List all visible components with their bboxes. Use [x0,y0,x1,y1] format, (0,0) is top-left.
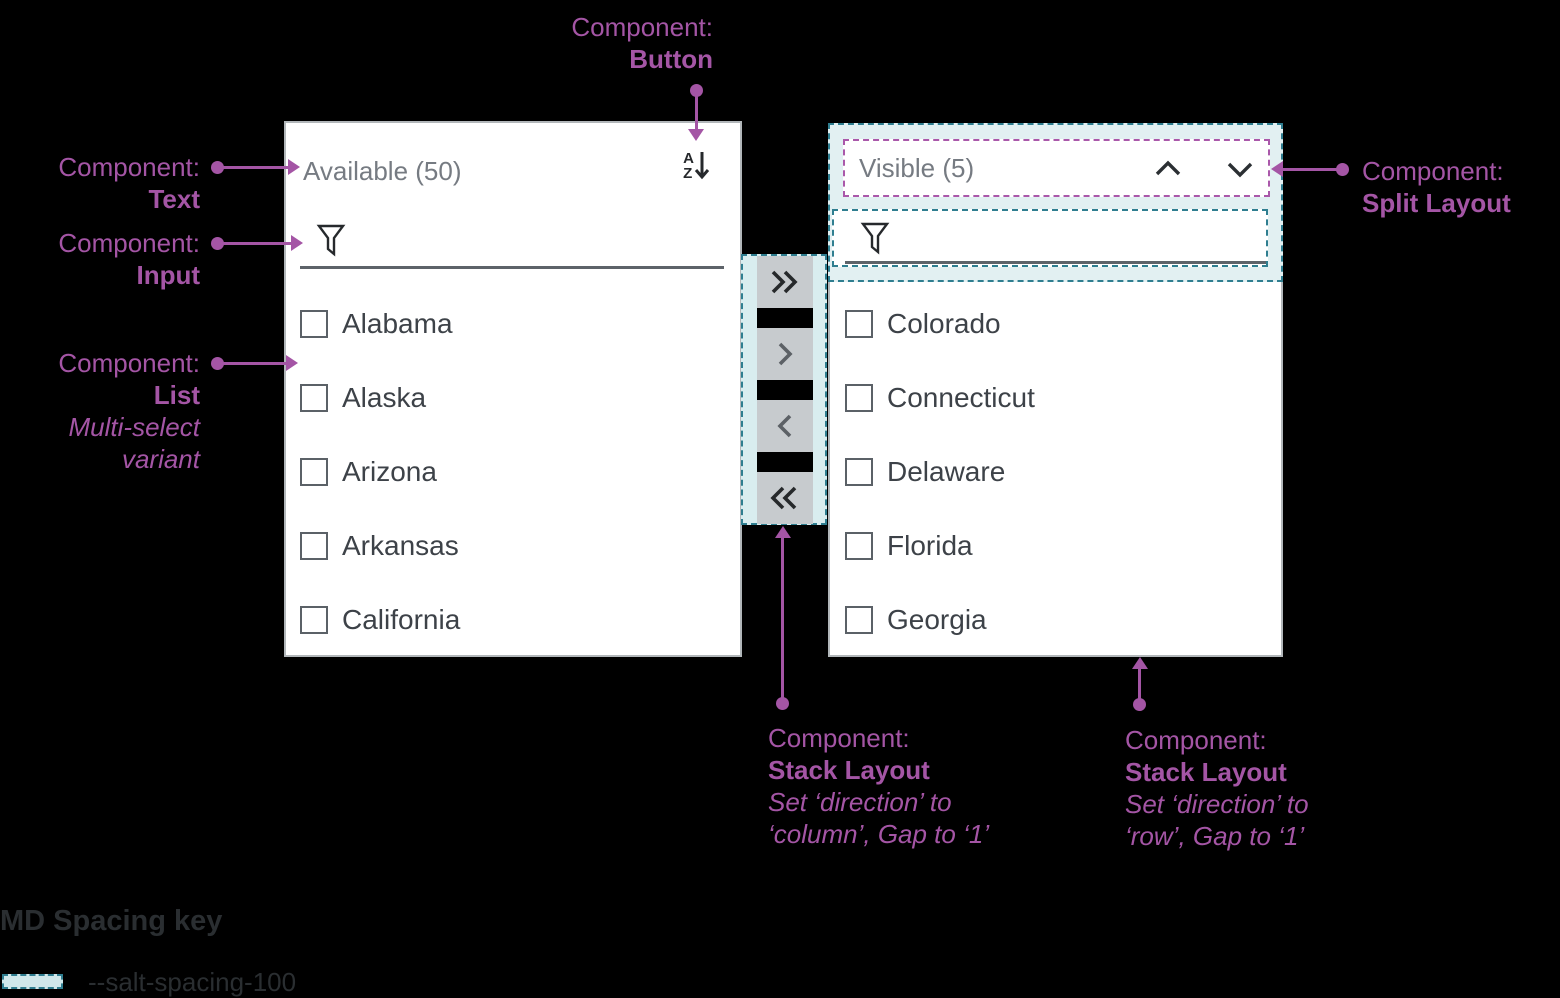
annotation-dot [776,697,789,710]
move-selected-right-button[interactable] [757,328,813,380]
move-all-right-button[interactable] [757,256,813,308]
chevron-up-icon [1155,160,1181,176]
checkbox[interactable] [845,606,873,634]
annotation-line [695,90,698,130]
spacing-key-swatch [2,974,63,989]
double-chevron-left-icon [770,486,797,510]
chevron-down-icon [1227,162,1253,178]
list-item-label: Florida [887,530,973,561]
move-up-button[interactable] [1150,151,1186,187]
visible-header-split-layout: Visible (5) [843,139,1270,197]
stack-gap [757,308,813,328]
move-selected-left-button[interactable] [757,400,813,452]
checkbox[interactable] [300,458,328,486]
list-item[interactable]: Arizona [300,456,437,487]
annotation-list: Component: List Multi-select variant [58,348,200,474]
filter-funnel-icon [316,224,346,257]
list-item[interactable]: California [300,604,461,635]
chevron-left-icon [777,414,792,438]
list-item[interactable]: Georgia [845,604,987,635]
arrow-up-head [1132,657,1148,669]
list-item-label: California [342,604,461,635]
annotation-button: Component: Button [571,12,713,74]
list-item[interactable]: Connecticut [845,382,1035,413]
available-filter-underline [300,266,724,269]
list-item-label: Colorado [887,308,1001,339]
annotation-line [218,166,289,169]
list-item-label: Arizona [342,456,437,487]
annotation-split-layout: Component: Split Layout [1362,156,1511,218]
checkbox[interactable] [845,532,873,560]
annotation-input: Component: Input [58,228,200,290]
annotation-stack-layout-column: Component: Stack Layout Set ‘direction’ … [768,723,990,849]
annotation-dot [211,161,224,174]
list-item[interactable]: Colorado [845,308,1001,339]
arrow-down-head [688,129,704,141]
annotation-dot [211,357,224,370]
chevron-right-icon [778,342,793,366]
move-all-left-button[interactable] [757,472,813,524]
list-item-label: Connecticut [887,382,1035,413]
list-item-label: Delaware [887,456,1006,487]
annotation-line [781,537,784,703]
annotation-dot [211,237,224,250]
list-item[interactable]: Florida [845,530,973,561]
checkbox[interactable] [300,384,328,412]
spacing-key-token: --salt-spacing-100 [88,967,297,997]
list-item-label: Arkansas [342,530,459,561]
annotation-stack-layout-row: Component: Stack Layout Set ‘direction’ … [1125,725,1309,851]
list-item[interactable]: Delaware [845,456,1006,487]
list-item-label: Alabama [342,308,453,339]
annotation-text: Component: Text [58,152,200,214]
list-item-label: Alaska [342,382,427,413]
spacing-key-heading: MD Spacing key [0,905,223,937]
annotation-line [218,242,292,245]
filter-funnel-icon [860,222,890,255]
visible-filter-input[interactable] [832,209,1268,267]
move-down-button[interactable] [1222,151,1258,187]
arrow-right-head [288,159,300,175]
annotation-line [218,362,287,365]
visible-list-title: Visible (5) [859,153,975,183]
annotation-line [1283,168,1341,171]
checkbox[interactable] [845,458,873,486]
annotation-line [1138,668,1141,704]
available-filter-input[interactable] [300,215,728,271]
available-list-title: Available (50) [303,156,462,186]
checkbox[interactable] [300,532,328,560]
checkbox[interactable] [300,606,328,634]
checkbox[interactable] [300,310,328,338]
arrow-up-head [775,526,791,538]
stack-gap [757,380,813,400]
available-list-panel: Available (50) A Z Alabama Alas [284,121,742,657]
annotation-dot [1336,163,1349,176]
list-item[interactable]: Alabama [300,308,453,339]
checkbox[interactable] [845,310,873,338]
annotation-dot [1133,698,1146,711]
list-item[interactable]: Alaska [300,382,427,413]
double-chevron-right-icon [771,270,798,294]
arrow-right-head [286,355,298,371]
visible-filter-underline [845,261,1266,264]
list-item[interactable]: Arkansas [300,530,459,561]
list-item-label: Georgia [887,604,987,635]
sort-az-icon: A Z [683,150,694,182]
sort-button[interactable]: A Z [683,150,710,182]
arrow-left-head [1271,161,1283,177]
arrow-right-head [291,235,303,251]
checkbox[interactable] [845,384,873,412]
stack-gap [757,452,813,472]
arrow-down-icon [694,152,710,180]
